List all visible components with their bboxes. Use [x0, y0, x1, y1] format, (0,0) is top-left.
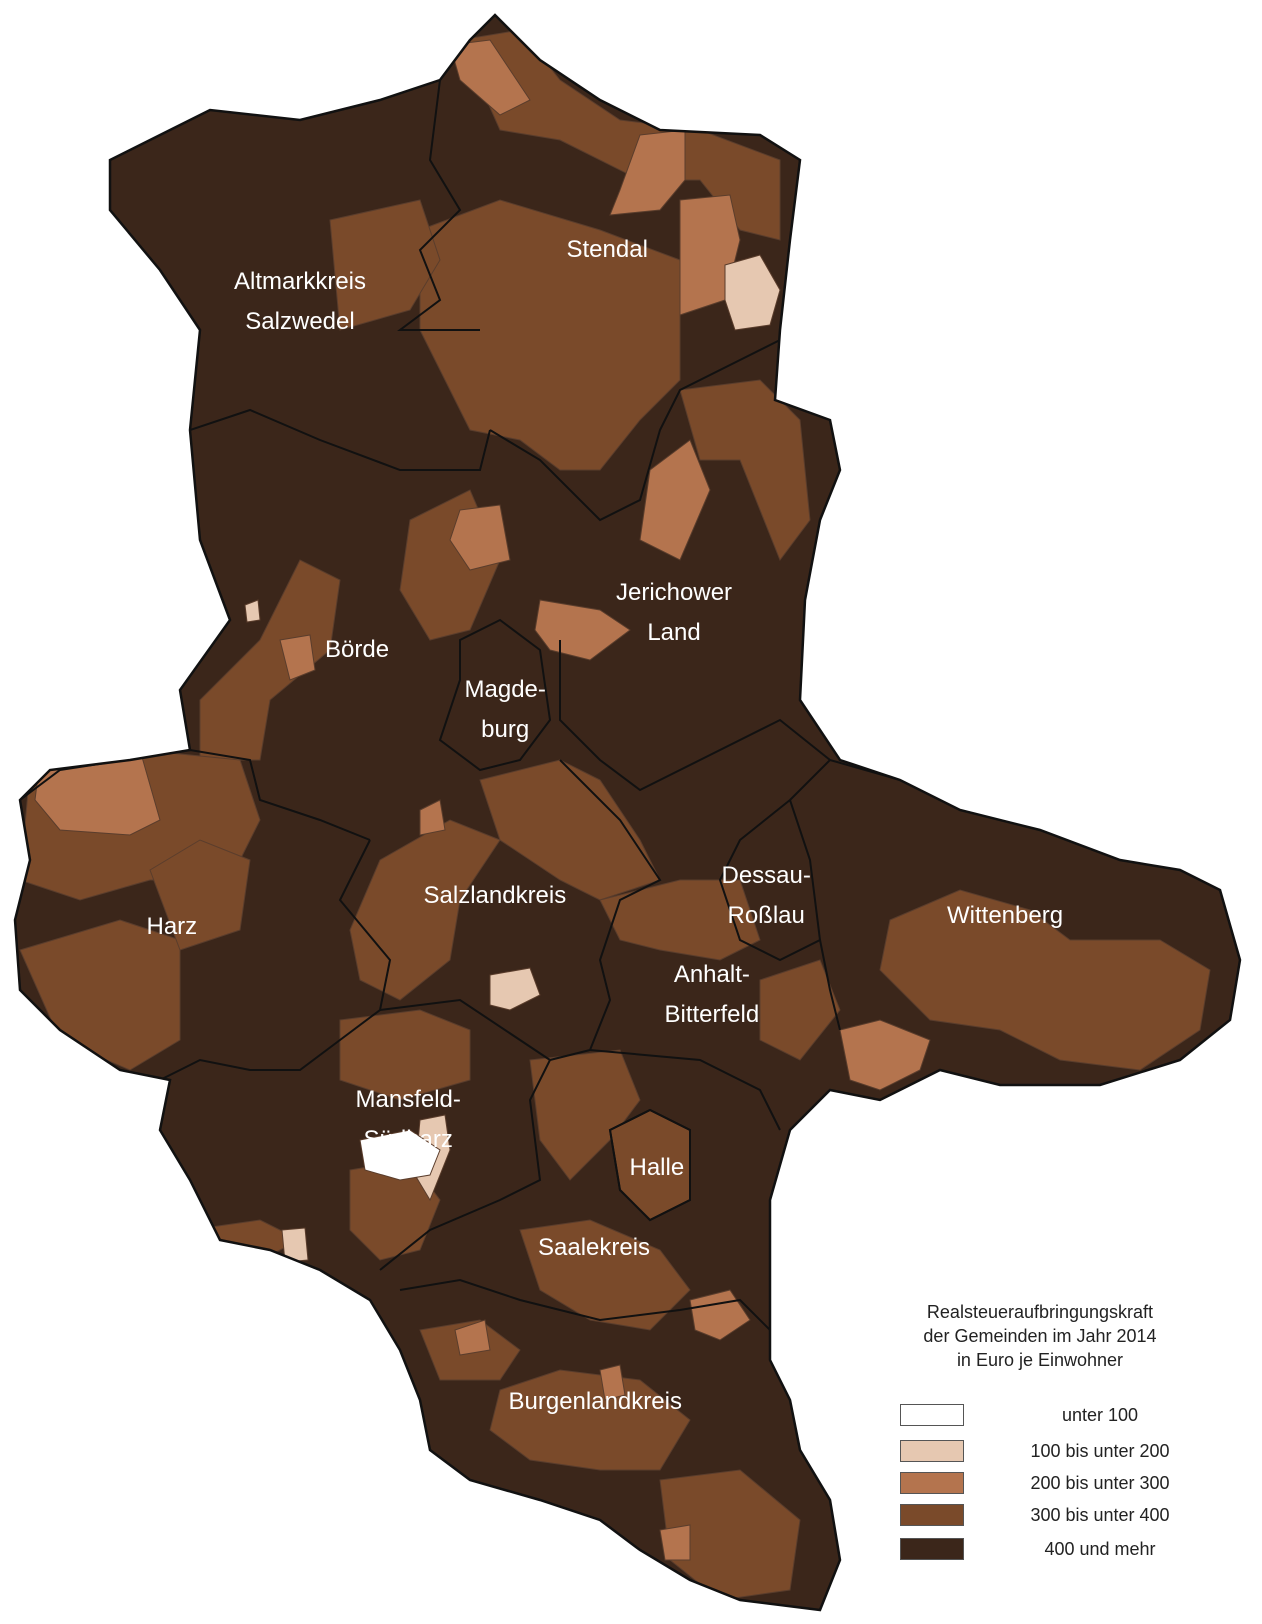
district-label-line: Land — [647, 619, 701, 646]
boundary-jerichow-south — [559, 640, 831, 792]
legend-label: 400 und mehr — [1044, 1539, 1156, 1559]
boundary-salzwedel-boerde — [189, 408, 491, 471]
district-label-line: Salzlandkreis — [423, 882, 567, 909]
legend-item-200-300: 200 bis unter 300 — [900, 1472, 1240, 1494]
region-burgenland-a — [599, 1364, 626, 1401]
district-label-line: Altmarkkreis — [234, 268, 367, 295]
region-mansfeld-north — [339, 1009, 471, 1101]
region-anhalt-east — [759, 959, 841, 1061]
district-label-line: Jerichower — [616, 579, 733, 606]
region-jerichow-b — [534, 599, 631, 661]
legend-swatch — [900, 1472, 964, 1494]
region-stendal-north — [459, 29, 781, 241]
district-label-mansfeld-suedharz: Mansfeld- Südharz — [356, 1080, 461, 1160]
region-salzland-a — [419, 799, 446, 836]
legend-label: 300 bis unter 400 — [1030, 1505, 1170, 1525]
boundary-dessau — [718, 798, 822, 962]
district-label-burgenlandkreis: Burgenlandkreis — [509, 1382, 682, 1422]
region-salzland-west — [349, 819, 501, 1001]
legend-swatch — [900, 1404, 964, 1426]
region-salzland-light — [489, 967, 541, 1011]
district-label-line: Harz — [146, 913, 198, 940]
district-label-boerde: Börde — [325, 630, 389, 670]
legend-label: 200 bis unter 300 — [1030, 1473, 1170, 1493]
region-burgenland-b — [659, 1524, 691, 1561]
district-label-line: Burgenlandkreis — [508, 1388, 682, 1415]
district-label-line: Dessau- — [721, 862, 811, 889]
legend-swatch — [900, 1538, 964, 1560]
region-salzwedel-mid — [329, 199, 441, 331]
region-saale-south — [519, 1219, 691, 1331]
district-label-harz: Harz — [147, 907, 198, 947]
region-stendal-south — [419, 199, 681, 471]
region-anhalt-west — [599, 879, 761, 961]
district-label-magdeburg: Magde-burg — [465, 670, 546, 750]
legend-swatch — [900, 1504, 964, 1526]
district-label-salzlandkreis: Salzlandkreis — [424, 876, 567, 916]
legend-title-line-2: der Gemeinden im Jahr 2014 — [923, 1326, 1157, 1346]
legend-label: unter 100 — [1061, 1405, 1139, 1425]
boundary-salzwedel-stendal — [397, 79, 480, 331]
district-label-line: burg — [481, 716, 530, 743]
district-label-line: Roßlau — [727, 902, 805, 929]
legend-label: 100 bis unter 200 — [1030, 1441, 1170, 1461]
legend-item-400-plus: 400 und mehr — [900, 1538, 1240, 1560]
legend-title-line-1: Realsteueraufbringungskraft — [926, 1302, 1154, 1322]
legend-title-line-3: in Euro je Einwohner — [956, 1350, 1124, 1370]
boundary-salzland-anhalt — [549, 759, 662, 1061]
region-stendal-light — [724, 254, 781, 331]
region-harz-mid — [149, 839, 251, 951]
region-saale-a — [689, 1289, 751, 1341]
legend-swatch — [900, 1440, 964, 1462]
boundary-halle — [608, 1108, 691, 1222]
district-label-line: Anhalt- — [673, 961, 750, 988]
region-boerde-light — [244, 599, 261, 623]
legend-item-100-200: 100 bis unter 200 — [900, 1440, 1240, 1462]
region-jerichow-a — [639, 439, 711, 561]
region-boerde-a — [449, 504, 511, 571]
region-mansfeld-light-b — [281, 1227, 309, 1263]
boundary-boerde-magdeburg — [438, 618, 552, 772]
boundary-saale-anhalt — [589, 1049, 781, 1131]
legend-title: Realsteueraufbringungskraft der Gemeinde… — [880, 1300, 1200, 1372]
district-label-saalekreis: Saalekreis — [538, 1228, 650, 1268]
state-outline — [13, 13, 1242, 1612]
boundary-harz-east — [159, 839, 392, 1081]
region-burgenland-mid — [489, 1369, 691, 1471]
district-label-line: Bitterfeld — [664, 1001, 760, 1028]
district-label-halle: Halle — [630, 1148, 685, 1188]
district-label-line: Stendal — [566, 236, 648, 263]
district-label-line: Saalekreis — [538, 1234, 651, 1261]
region-stendal-c — [449, 39, 531, 116]
region-harz-a — [34, 749, 161, 836]
boundary-stendal-jerichow — [489, 339, 781, 522]
region-saale-west — [529, 1049, 641, 1181]
district-label-line: Halle — [629, 1154, 685, 1181]
boundary-saale-burgenland — [399, 1278, 771, 1331]
district-label-line: Börde — [325, 636, 390, 663]
district-label-line: Salzwedel — [245, 308, 355, 335]
district-label-line: Südharz — [363, 1126, 453, 1153]
district-label-dessau-rosslau: Dessau- Roßlau — [722, 856, 811, 936]
region-wittenberg-south — [879, 889, 1211, 1071]
region-anhalt-a — [839, 1019, 931, 1091]
region-burgenland-c — [454, 1319, 491, 1356]
district-label-line: Wittenberg — [947, 902, 1064, 929]
district-label-line: Magde- — [464, 676, 546, 703]
boundary-mansfeld-saale — [379, 998, 552, 1271]
region-mansfeld-white — [359, 1129, 441, 1181]
region-jerichow-east — [679, 379, 811, 562]
legend-item-300-400: 300 bis unter 400 — [900, 1504, 1240, 1526]
district-label-anhalt-bitterfeld: Anhalt- Bitterfeld — [665, 955, 760, 1035]
legend-item-under-100: unter 100 — [900, 1404, 1240, 1426]
region-boerde-b — [279, 634, 316, 681]
district-label-wittenberg: Wittenberg — [947, 896, 1063, 936]
district-label-line: Mansfeld- — [355, 1086, 461, 1113]
district-label-stendal: Stendal — [567, 230, 648, 270]
